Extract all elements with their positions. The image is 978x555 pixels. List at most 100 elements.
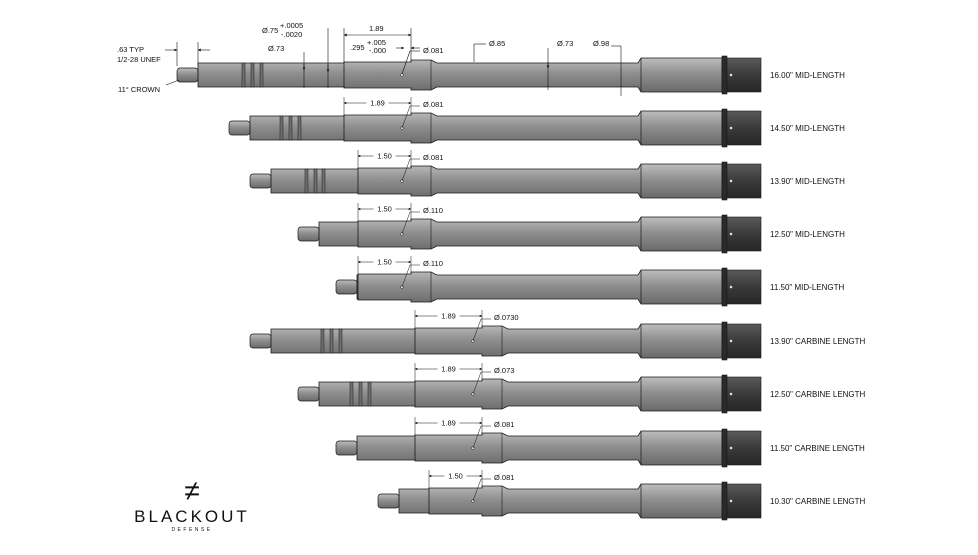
muzzle-thread: [297, 386, 320, 402]
indexing-pin: [729, 126, 733, 130]
top-dimension-callouts: [165, 28, 622, 96]
gas-length-label: 1.50: [377, 258, 392, 267]
barrel-body: [398, 483, 723, 519]
barrel-9: 1.50 Ø.081 10.30" CARBINE LENGTH: [377, 470, 866, 521]
port-leader: [472, 318, 482, 342]
blackout-logo: ≠ BLACKOUT DEFENSE: [134, 475, 250, 533]
port-diameter-label: Ø.081: [494, 473, 514, 482]
port-leader: [401, 105, 411, 129]
barrel-body: [197, 57, 723, 93]
port-leader: [401, 211, 411, 235]
port-diameter-label: Ø.110: [423, 259, 443, 268]
port-diameter-label: Ø.081: [423, 153, 443, 162]
crown-label: 11° CROWN: [118, 85, 160, 94]
extension-collar: [721, 374, 728, 414]
barrel-length-label: 10.30" CARBINE LENGTH: [770, 497, 866, 506]
port-diameter-label: Ø.0730: [494, 313, 519, 322]
indexing-pin: [729, 285, 733, 289]
barrel-body: [270, 323, 723, 359]
gas-length-label-bg: [444, 471, 467, 480]
barrel-length-label: 11.50" CARBINE LENGTH: [770, 444, 865, 453]
logo-symbol: ≠: [184, 475, 199, 506]
gas-length-label: 1.50: [377, 152, 392, 161]
extension-collar: [721, 55, 728, 95]
barrel-length-label: 13.90" CARBINE LENGTH: [770, 337, 866, 346]
indexing-pin: [729, 499, 733, 503]
muzzle-thread: [249, 173, 272, 189]
barrel-3: 1.50 Ø.081 13.90" MID-LENGTH: [249, 150, 845, 201]
barrel-body: [356, 430, 723, 466]
indexing-pin: [729, 73, 733, 77]
muzzle-thread: [249, 333, 272, 349]
indexing-pin: [729, 392, 733, 396]
barrel-groove: [288, 115, 293, 141]
indexing-pin: [729, 446, 733, 450]
gas-length-label-bg: [373, 257, 396, 266]
muzzle-thread: [335, 440, 358, 456]
gas-length-top-label: 1.89: [369, 24, 384, 33]
gas-length-label-bg: [437, 311, 460, 320]
dia-075-tol-plus: +.0005: [280, 21, 303, 30]
dia-085-label: Ø.85: [489, 39, 505, 48]
barrel-groove: [349, 381, 354, 407]
barrel-length-label: 11.50" MID-LENGTH: [770, 283, 844, 292]
dia-075-label: Ø.75: [262, 26, 278, 35]
barrel-groove: [313, 168, 318, 194]
thread-typ-label: .63 TYP: [117, 45, 144, 54]
barrel-body: [318, 376, 723, 412]
barrel-length-label: 13.90" MID-LENGTH: [770, 177, 845, 186]
barrel-groove: [358, 381, 363, 407]
thread-spec-label: 1/2-28 UNEF: [117, 55, 161, 64]
logo-sub: DEFENSE: [171, 527, 212, 533]
gas-tol-plus-label: +.005: [367, 38, 386, 47]
gas-port: [400, 73, 404, 77]
extension-collar: [721, 428, 728, 468]
dia-098-label: Ø.98: [593, 39, 609, 48]
logo-word: BLACKOUT: [134, 507, 250, 526]
barrel-groove: [241, 62, 246, 88]
barrel-groove: [338, 328, 343, 354]
barrel-1: 16.00" MID-LENGTH: [176, 55, 845, 95]
barrel-body: [270, 163, 723, 199]
muzzle-thread: [335, 279, 358, 295]
dia-075-tol-minus: -.0020: [281, 30, 302, 39]
extension-collar: [721, 214, 728, 254]
gas-length-label: 1.89: [441, 312, 456, 321]
gas-length-label-bg: [437, 364, 460, 373]
barrel-groove: [304, 168, 309, 194]
port-leader: [401, 158, 411, 182]
gas-length-label-bg: [373, 204, 396, 213]
muzzle-thread: [377, 493, 400, 509]
extension-collar: [721, 108, 728, 148]
dia-073-right-label: Ø.73: [557, 39, 573, 48]
barrel-6: 1.89 Ø.0730 13.90" CARBINE LENGTH: [249, 310, 866, 361]
extension-collar: [721, 321, 728, 361]
gas-length-label: 1.89: [441, 365, 456, 374]
gas-length-label: 1.50: [377, 205, 392, 214]
barrel-length-label: 14.50" MID-LENGTH: [770, 124, 845, 133]
barrel-extension: [726, 110, 762, 146]
barrel-groove: [321, 168, 326, 194]
barrel-groove: [259, 62, 264, 88]
dia-073-label: Ø.73: [268, 44, 284, 53]
gas-length-label-bg: [437, 418, 460, 427]
barrel-body: [249, 110, 723, 146]
port-diameter-label: Ø.110: [423, 206, 443, 215]
extension-collar: [721, 161, 728, 201]
barrel-body: [356, 269, 723, 305]
barrel-groove: [279, 115, 284, 141]
port-leader: [472, 371, 482, 395]
gas-length-label: 1.50: [448, 472, 463, 481]
port-diameter-label: Ø.081: [423, 100, 443, 109]
barrel-length-label: 12.50" CARBINE LENGTH: [770, 390, 866, 399]
port-leader: [472, 478, 482, 502]
indexing-pin: [729, 339, 733, 343]
port-leader: [472, 425, 482, 449]
indexing-pin: [729, 232, 733, 236]
gas-length-label: 1.89: [441, 419, 456, 428]
